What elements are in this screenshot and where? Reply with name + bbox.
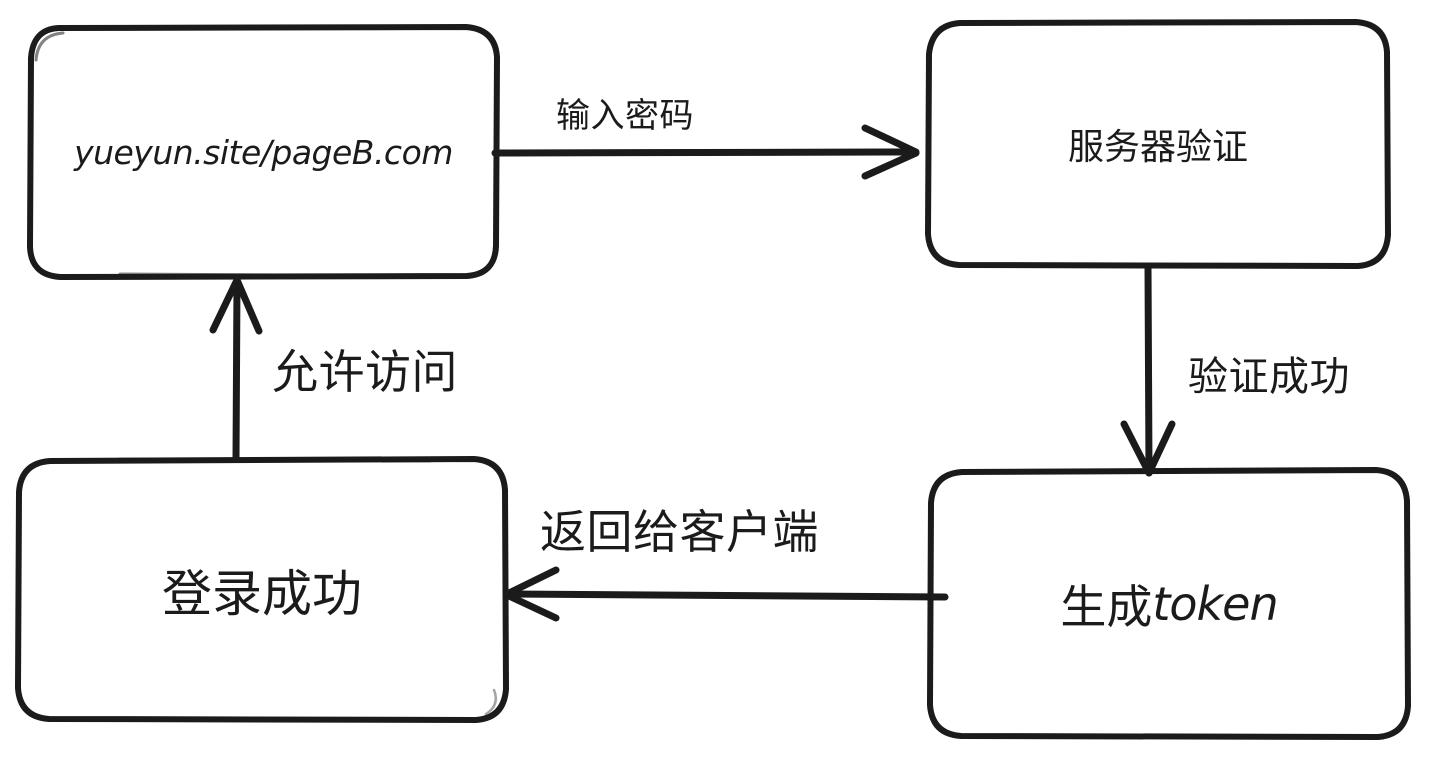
node-token[interactable] [927,467,1411,740]
node-server[interactable] [925,19,1391,269]
node-pageb[interactable] [27,24,500,280]
edge-verified [1120,263,1176,477]
edge-return [503,566,949,622]
edge-allow [209,276,263,463]
node-login[interactable] [15,456,509,723]
edge-password [491,124,920,180]
